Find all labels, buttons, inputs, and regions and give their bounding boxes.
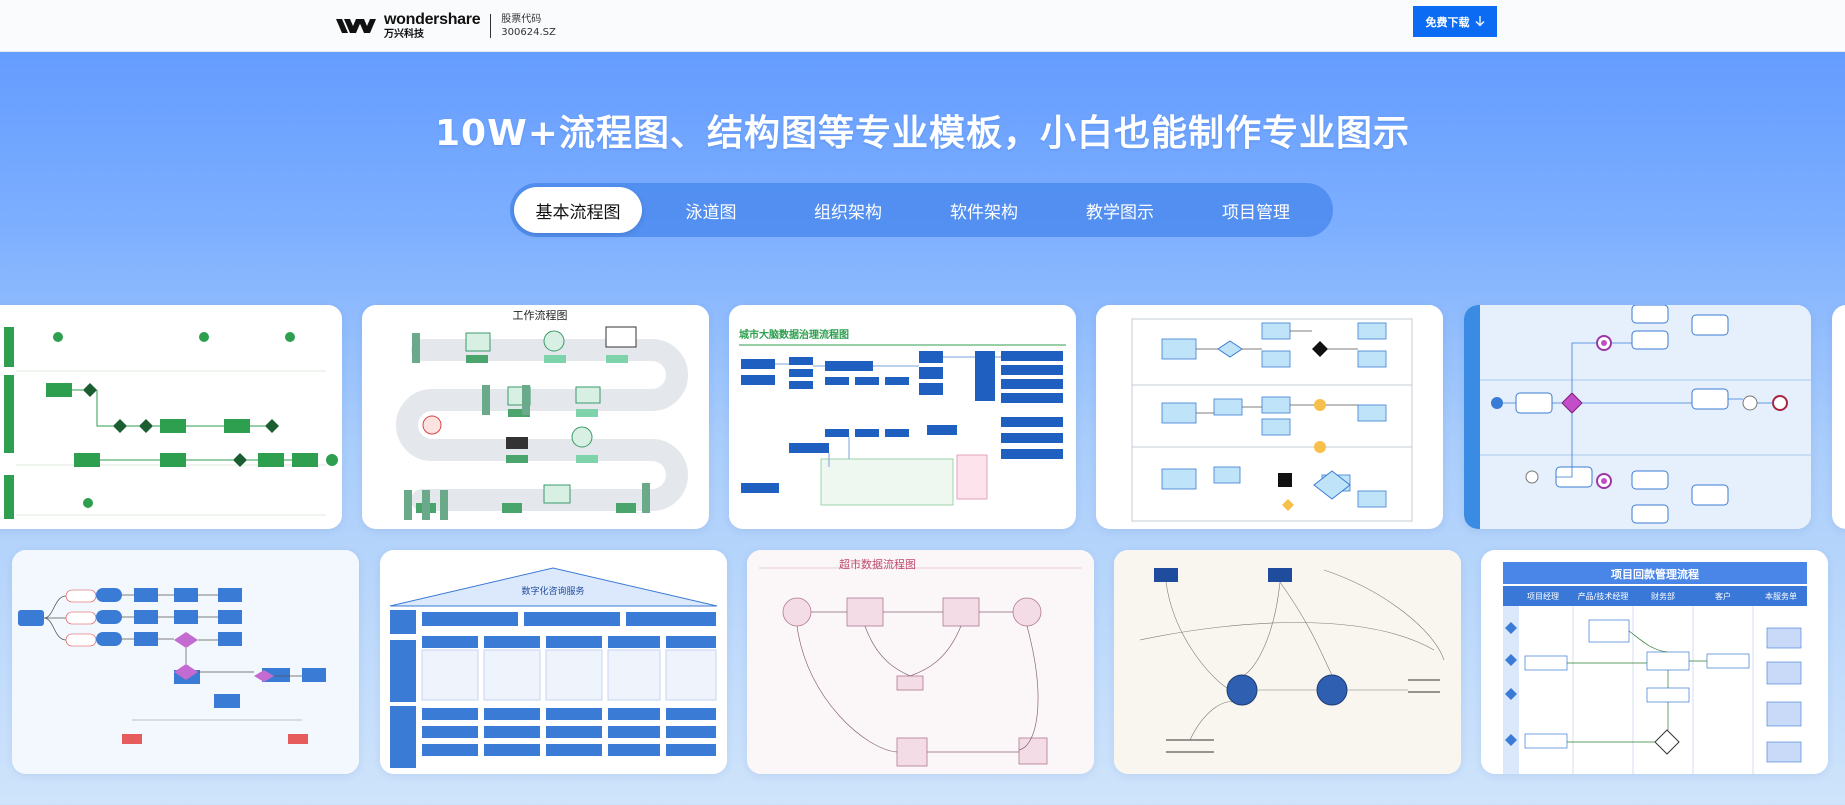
column-header-finance: 财务部 xyxy=(1651,591,1675,601)
city-data-title: 城市大脑数据治理流程图 xyxy=(739,328,849,341)
column-header-client: 客户 xyxy=(1715,591,1731,601)
tab-teaching-diagram[interactable]: 教学图示 xyxy=(1086,202,1154,223)
mindmap-flow-preview xyxy=(12,550,359,774)
supermarket-title: 超市数据流程图 xyxy=(839,557,916,571)
work-flow-title: 工作流程图 xyxy=(513,308,568,322)
green-swimlane-preview xyxy=(0,305,342,529)
stock-info: 股票代码 300624.SZ xyxy=(501,13,556,39)
template-card-green-swimlane[interactable] xyxy=(0,305,342,529)
template-card-mindmap-flow[interactable] xyxy=(12,550,359,774)
tab-org-chart[interactable]: 组织架构 xyxy=(814,202,882,223)
template-card-digital-service[interactable]: 数字化咨询服务 xyxy=(380,550,727,774)
brand-name: wondershare 万兴科技 xyxy=(384,11,481,40)
column-header-product-tech: 产品/技术经理 xyxy=(1578,591,1629,601)
top-bar: wondershare 万兴科技 股票代码 300624.SZ 免费下载 xyxy=(0,0,1845,52)
tab-swimlane[interactable]: 泳道图 xyxy=(685,202,737,223)
template-card-blue-swimlane[interactable] xyxy=(1096,305,1443,529)
supermarket-preview: 超市数据流程图 xyxy=(747,550,1094,774)
logo-divider xyxy=(490,14,492,38)
digital-service-title: 数字化咨询服务 xyxy=(521,585,584,597)
tab-basic-flowchart[interactable]: 基本流程图 xyxy=(514,187,642,233)
brand-en: wondershare xyxy=(384,11,481,28)
tab-software-architecture[interactable]: 软件架构 xyxy=(950,202,1018,223)
city-data-preview: 城市大脑数据治理流程图 xyxy=(729,305,1076,529)
logo[interactable]: wondershare 万兴科技 股票代码 300624.SZ xyxy=(336,10,556,42)
template-card-work-flow[interactable]: 工作流程图 xyxy=(362,305,709,529)
stock-label: 股票代码 xyxy=(501,14,542,25)
template-card-project-return[interactable]: 项目回款管理流程 项目经理 产品/技术经理 财务部 客户 本服务单 xyxy=(1481,550,1828,774)
digital-service-preview: 数字化咨询服务 xyxy=(380,550,727,774)
category-tabs: 基本流程图 泳道图 组织架构 软件架构 教学图示 项目管理 xyxy=(510,183,1333,237)
free-download-button[interactable]: 免费下载 xyxy=(1413,6,1497,37)
arrow-down-icon xyxy=(1475,16,1484,27)
hero-title: 10W+流程图、结构图等专业模板，小白也能制作专业图示 xyxy=(435,113,1410,154)
stock-code: 300624.SZ xyxy=(501,27,556,38)
project-return-preview: 项目回款管理流程 项目经理 产品/技术经理 财务部 客户 本服务单 xyxy=(1481,550,1828,774)
blue-swimlane-preview xyxy=(1096,305,1443,529)
wondershare-logo-icon xyxy=(336,19,376,33)
column-header-project-manager: 项目经理 xyxy=(1527,591,1559,601)
tab-project-management[interactable]: 项目管理 xyxy=(1222,202,1290,223)
template-card-bpmn[interactable] xyxy=(1464,305,1811,529)
data-flow-preview xyxy=(1114,550,1461,774)
template-card-partial[interactable] xyxy=(1832,305,1845,529)
bpmn-preview xyxy=(1464,305,1811,529)
free-download-label: 免费下载 xyxy=(1425,16,1470,29)
column-header-service: 本服务单 xyxy=(1765,591,1797,601)
template-card-supermarket[interactable]: 超市数据流程图 xyxy=(747,550,1094,774)
project-return-title: 项目回款管理流程 xyxy=(1611,567,1699,581)
template-card-city-data[interactable]: 城市大脑数据治理流程图 xyxy=(729,305,1076,529)
brand-cn: 万兴科技 xyxy=(384,29,424,40)
template-card-data-flow[interactable] xyxy=(1114,550,1461,774)
work-flow-preview: 工作流程图 xyxy=(362,305,709,529)
